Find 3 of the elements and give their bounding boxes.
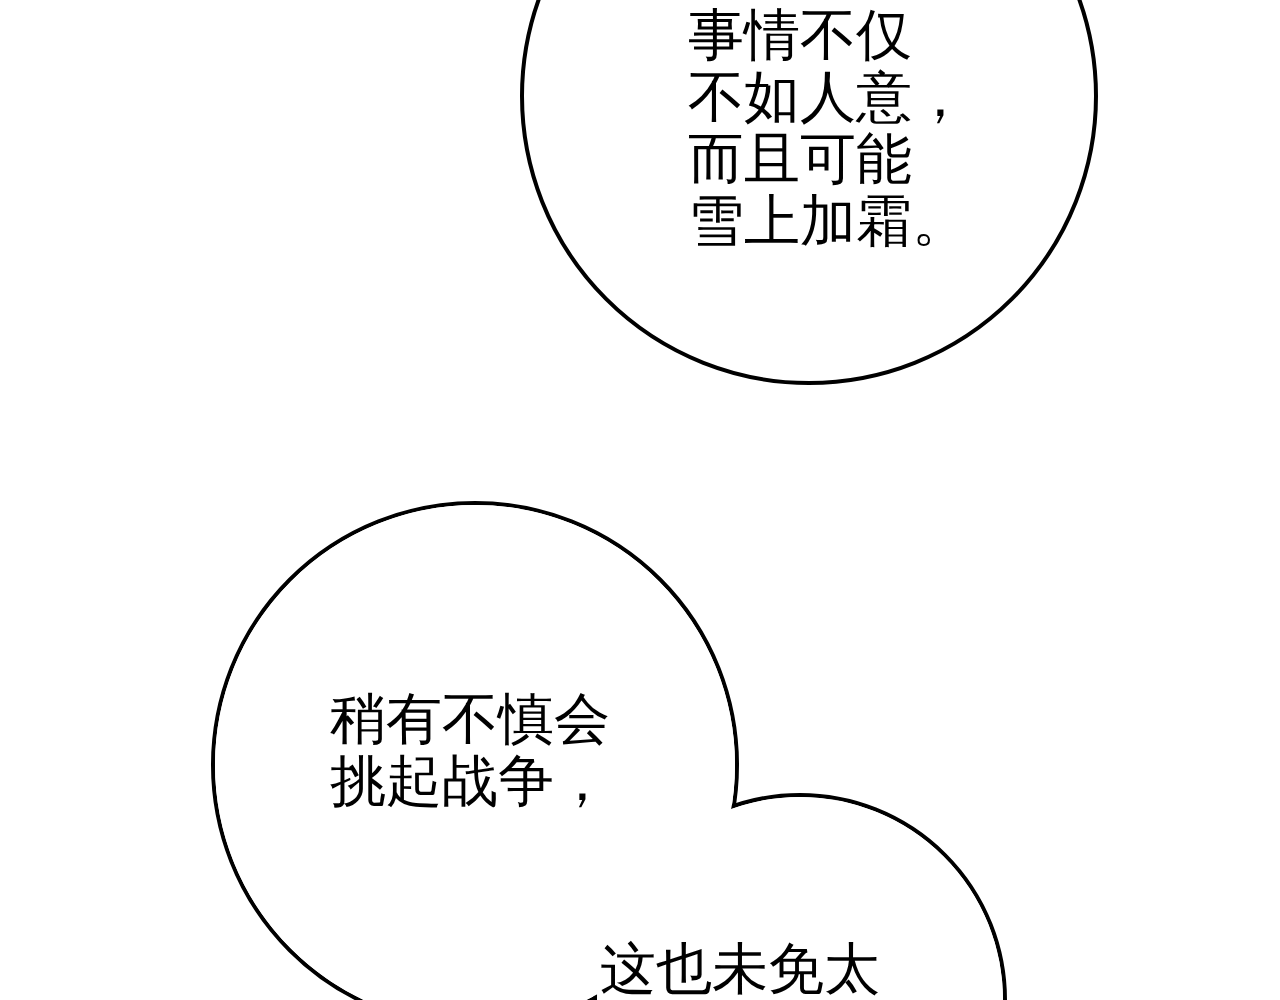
speech-text: 事情不仅不如人意，而且可能雪上加霜。: [688, 4, 968, 252]
speech-text: 这也未免太: [600, 938, 880, 1000]
speech-text: 稍有不慎会挑起战争，: [330, 688, 610, 812]
